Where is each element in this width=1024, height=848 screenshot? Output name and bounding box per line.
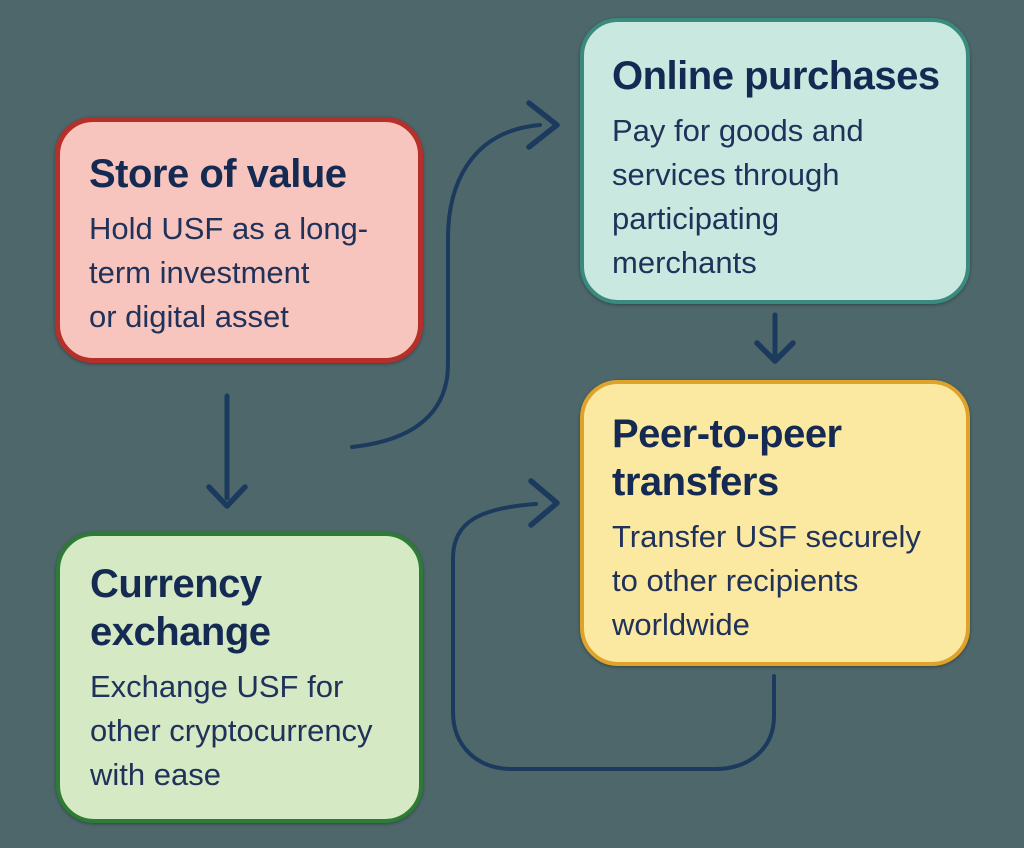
node-online-purchases: Online purchases Pay for goods and servi… [580, 18, 970, 304]
node-currency-exchange-title: Currency exchange [90, 562, 271, 654]
node-online-purchases-body: Pay for goods and services through parti… [612, 113, 864, 280]
node-peer-to-peer-transfers: Peer-to-peer transfers Transfer USF secu… [580, 380, 970, 666]
node-store-of-value-title: Store of value [89, 152, 347, 196]
node-store-of-value: Store of value Hold USF as a long- term … [55, 117, 423, 363]
node-currency-exchange: Currency exchange Exchange USF for other… [56, 532, 423, 823]
arrow-online-to-p2p-head-icon [754, 340, 796, 364]
node-peer-to-peer-transfers-title: Peer-to-peer transfers [612, 412, 842, 504]
node-currency-exchange-body: Exchange USF for other cryptocurrency wi… [90, 669, 373, 792]
node-online-purchases-title: Online purchases [612, 54, 940, 98]
arrow-store-to-exchange-head-icon [206, 484, 248, 509]
arrow-store-to-online-head-icon [526, 100, 560, 150]
node-store-of-value-body: Hold USF as a long- term investment or d… [89, 211, 369, 334]
arrow-p2p-loop-head-icon [528, 478, 560, 528]
node-peer-to-peer-transfers-body: Transfer USF securely to other recipient… [612, 519, 921, 642]
